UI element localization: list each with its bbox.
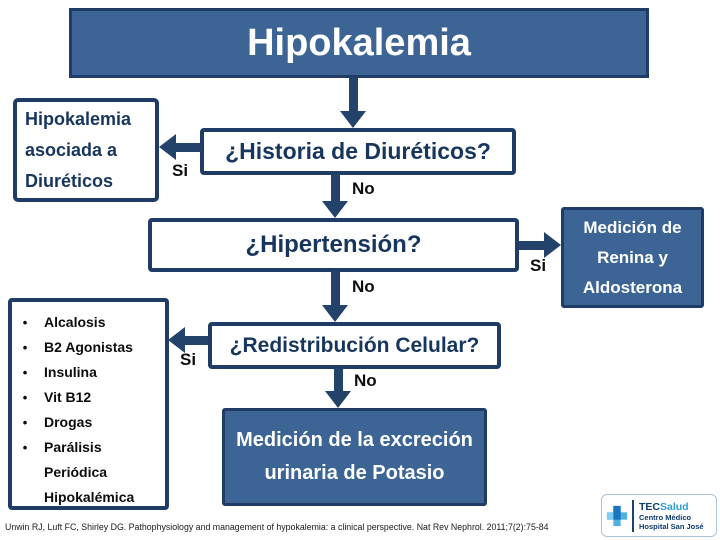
tecsalud-logo: TECSalud Centro Médico Hospital San José — [601, 494, 717, 537]
list-item: • Alcalosis — [18, 310, 161, 335]
node-medicion-renina-aldosterona: Medición de Renina y Aldosterona — [561, 207, 704, 308]
arrow-head-down-icon — [325, 391, 351, 408]
arrow-head-down-icon — [340, 111, 366, 128]
node-label-line: Aldosterona — [582, 277, 683, 297]
arrow-shaft — [331, 174, 340, 202]
node-label: ¿Hipertensión? — [245, 231, 422, 258]
bullet-icon: • — [22, 315, 28, 330]
cause-label: Parálisis Periódica Hipokalémica — [44, 439, 135, 505]
arrow-head-down-icon — [322, 305, 348, 322]
logo-brand-salud: Salud — [660, 500, 689, 513]
arrow-head-right-icon — [544, 232, 561, 258]
node-hipertension: ¿Hipertensión? — [148, 218, 519, 272]
arrow-shaft — [519, 241, 546, 250]
node-label-line: Renina y — [597, 247, 668, 267]
logo-brand-tec: TEC — [639, 500, 660, 513]
arrow-shaft — [349, 77, 358, 112]
logo-brand: TECSalud — [639, 501, 704, 513]
cause-label: Drogas — [44, 414, 93, 430]
arrow-shaft — [174, 143, 201, 152]
label-no-historia: No — [352, 179, 375, 198]
cause-label: Vit B12 — [44, 389, 92, 405]
bullet-icon: • — [22, 415, 28, 430]
node-redistribucion-celular: ¿Redistribución Celular? — [208, 322, 501, 369]
logo-text: TECSalud Centro Médico Hospital San José — [639, 501, 704, 531]
tecsalud-cross-icon — [606, 505, 628, 526]
arrow-head-left-icon — [159, 134, 176, 160]
node-label-line: Medición de — [583, 217, 682, 237]
citation-text: Unwin RJ, Luft FC, Shirley DG. Pathophys… — [5, 522, 549, 532]
node-label-line: urinaria de Potasio — [264, 462, 445, 484]
arrow-head-left-icon — [168, 327, 185, 353]
logo-subtitle-1: Centro Médico — [639, 512, 692, 522]
bullet-icon: • — [22, 365, 28, 380]
arrow-shaft — [334, 368, 343, 392]
node-hipokalemia-asociada-diureticos: Hipokalemia asociada a Diuréticos — [13, 98, 159, 202]
label-si-historia: Si — [172, 161, 189, 180]
list-item: • B2 Agonistas — [18, 335, 161, 360]
logo-divider — [632, 499, 634, 532]
arrow-shaft — [331, 271, 340, 306]
node-label: ¿Redistribución Celular? — [229, 333, 480, 357]
bullet-icon: • — [22, 390, 28, 405]
node-label: ¿Historia de Diuréticos? — [225, 138, 491, 164]
cause-label: B2 Agonistas — [44, 339, 133, 355]
bullet-icon: • — [22, 440, 28, 455]
list-item: • Drogas — [18, 410, 161, 435]
arrow-shaft — [183, 336, 208, 345]
list-item: • Insulina — [18, 360, 161, 385]
list-item: • Parálisis Periódica Hipokalémica — [18, 435, 161, 510]
node-medicion-excrecion-potasio: Medición de la excreción urinaria de Pot… — [222, 408, 487, 506]
title-box: Hipokalemia — [69, 8, 649, 78]
label-no-hipertension: No — [352, 277, 375, 296]
page-title: Hipokalemia — [247, 21, 471, 64]
cause-label: Insulina — [44, 364, 97, 380]
node-historia-de-diureticos: ¿Historia de Diuréticos? — [200, 128, 516, 175]
node-label: Hipokalemia asociada a Diuréticos — [25, 108, 132, 191]
cause-label: Alcalosis — [44, 314, 106, 330]
causes-list-box: • Alcalosis • B2 Agonistas • Insulina • … — [8, 298, 169, 510]
logo-subtitle-2: Hospital San José — [639, 521, 704, 531]
arrow-head-down-icon — [322, 201, 348, 218]
list-item: • Vit B12 — [18, 385, 161, 410]
bullet-icon: • — [22, 340, 28, 355]
label-no-redistribucion: No — [354, 371, 377, 390]
label-si-redistribucion: Si — [180, 350, 197, 369]
label-si-hipertension: Si — [530, 256, 547, 275]
node-label-line: Medición de la excreción — [236, 429, 473, 451]
